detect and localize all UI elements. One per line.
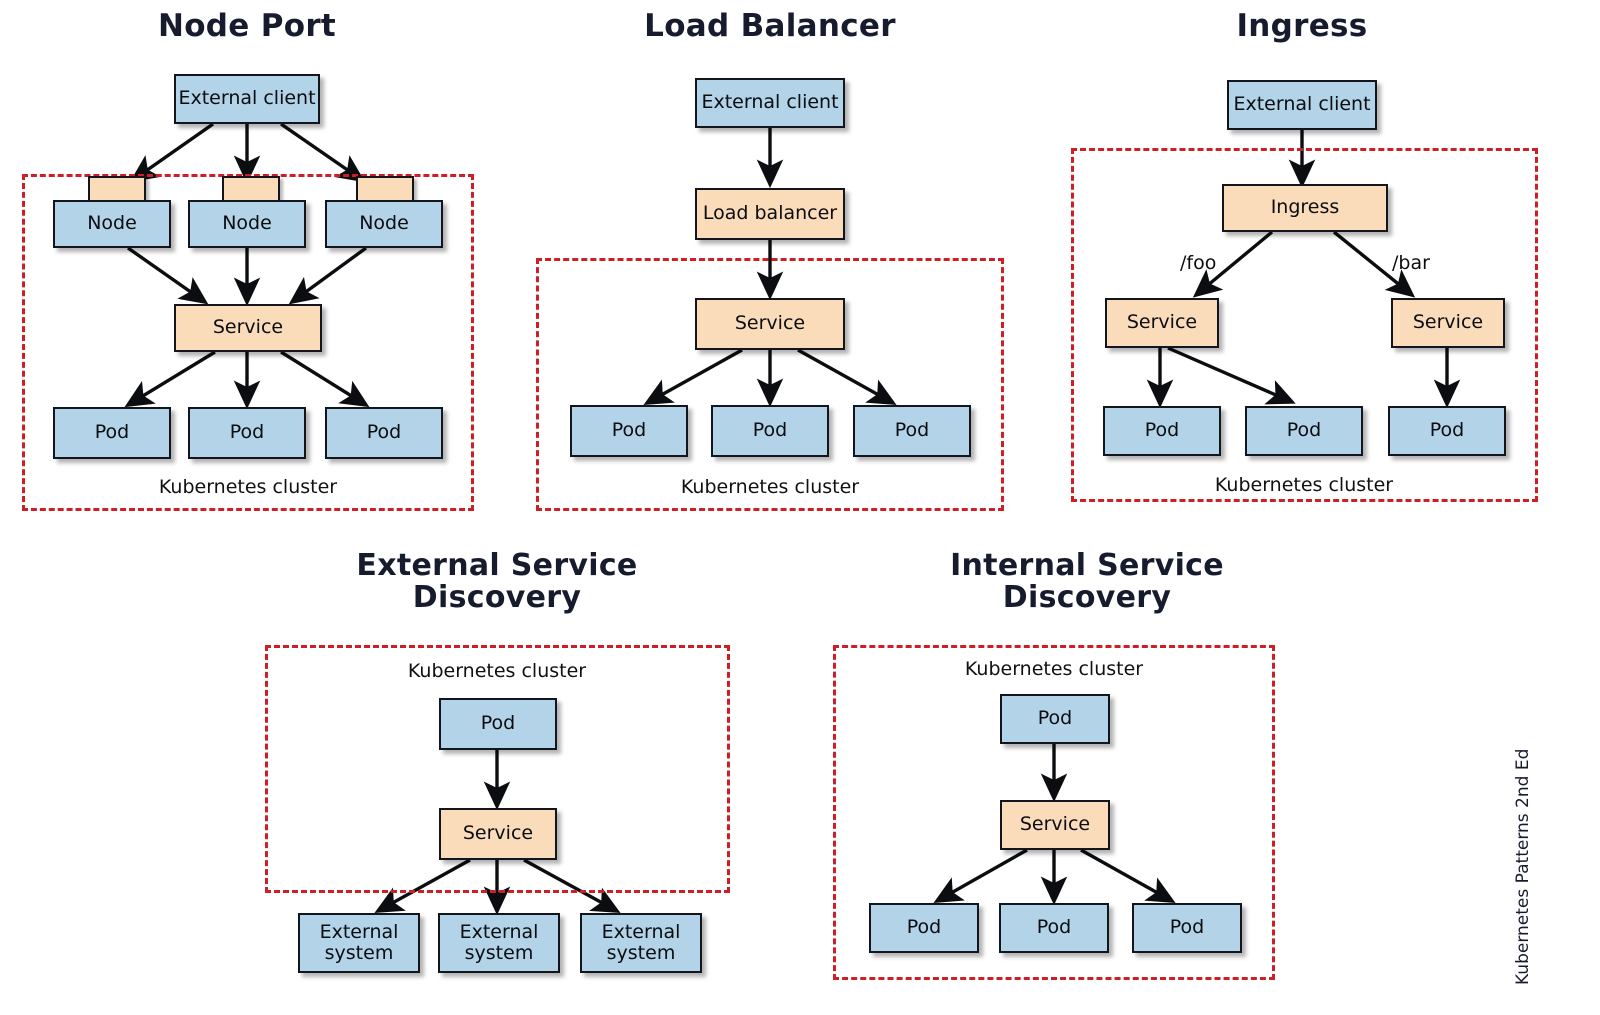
pod-box-ingress-2[interactable]: Pod [1245,406,1363,456]
ingress-box[interactable]: Ingress [1222,184,1388,232]
ingress-path-label-foo: /foo [1180,252,1217,274]
load-balancer-box[interactable]: Load balancer [695,188,845,240]
service-box-node-port[interactable]: Service [174,304,322,352]
pod-box-internal-discovery-top[interactable]: Pod [1000,694,1110,744]
pod-box-load-balancer-1[interactable]: Pod [570,405,688,457]
cluster-label-load-balancer: Kubernetes cluster [680,476,860,498]
node-box-3[interactable]: Node [325,200,443,248]
pod-box-ingress-1[interactable]: Pod [1103,406,1221,456]
service-box-internal-discovery[interactable]: Service [1000,800,1110,850]
external-system-box-1[interactable]: External system [298,913,420,973]
panel-title-node-port: Node Port [157,8,337,44]
cluster-label-node-port: Kubernetes cluster [158,476,338,498]
cluster-label-internal-service-discovery: Kubernetes cluster [964,658,1144,680]
panel-title-internal-service-discovery: Internal Service Discovery [950,548,1224,616]
service-box-external-discovery[interactable]: Service [439,808,557,860]
node-port-tab-1 [88,176,146,204]
node-box-2[interactable]: Node [188,200,306,248]
panel-title-load-balancer: Load Balancer [644,8,896,44]
pod-box-load-balancer-3[interactable]: Pod [853,405,971,457]
node-box-1[interactable]: Node [53,200,171,248]
service-box-ingress-right[interactable]: Service [1391,298,1505,348]
cluster-label-ingress: Kubernetes cluster [1214,474,1394,496]
node-port-tab-3 [356,176,414,204]
pod-box-node-port-2[interactable]: Pod [188,407,306,459]
cluster-boundary-ingress [1071,148,1538,502]
cluster-boundary-load-balancer [536,258,1004,511]
external-system-box-2[interactable]: External system [438,913,560,973]
cluster-boundary-external-service-discovery [265,645,730,893]
cluster-label-external-service-discovery: Kubernetes cluster [407,660,587,682]
external-client-load-balancer[interactable]: External client [695,78,845,128]
pod-box-node-port-3[interactable]: Pod [325,407,443,459]
pod-box-ingress-3[interactable]: Pod [1388,406,1506,456]
panel-title-external-service-discovery: External Service Discovery [356,548,638,616]
pod-box-internal-discovery-2[interactable]: Pod [999,903,1109,953]
service-box-load-balancer[interactable]: Service [695,298,845,350]
external-client-node-port[interactable]: External client [174,74,320,124]
pod-box-external-discovery[interactable]: Pod [439,698,557,750]
pod-box-load-balancer-2[interactable]: Pod [711,405,829,457]
pod-box-node-port-1[interactable]: Pod [53,407,171,459]
cluster-boundary-internal-service-discovery [833,645,1275,980]
cluster-boundary-node-port [22,174,474,511]
pod-box-internal-discovery-1[interactable]: Pod [869,903,979,953]
service-box-ingress-left[interactable]: Service [1105,298,1219,348]
ingress-path-label-bar: /bar [1392,252,1430,274]
external-client-ingress[interactable]: External client [1227,80,1377,130]
external-system-box-3[interactable]: External system [580,913,702,973]
book-credit-label: Kubernetes Patterns 2nd Ed [1513,748,1533,985]
pod-box-internal-discovery-3[interactable]: Pod [1132,903,1242,953]
panel-title-ingress: Ingress [1236,8,1368,44]
